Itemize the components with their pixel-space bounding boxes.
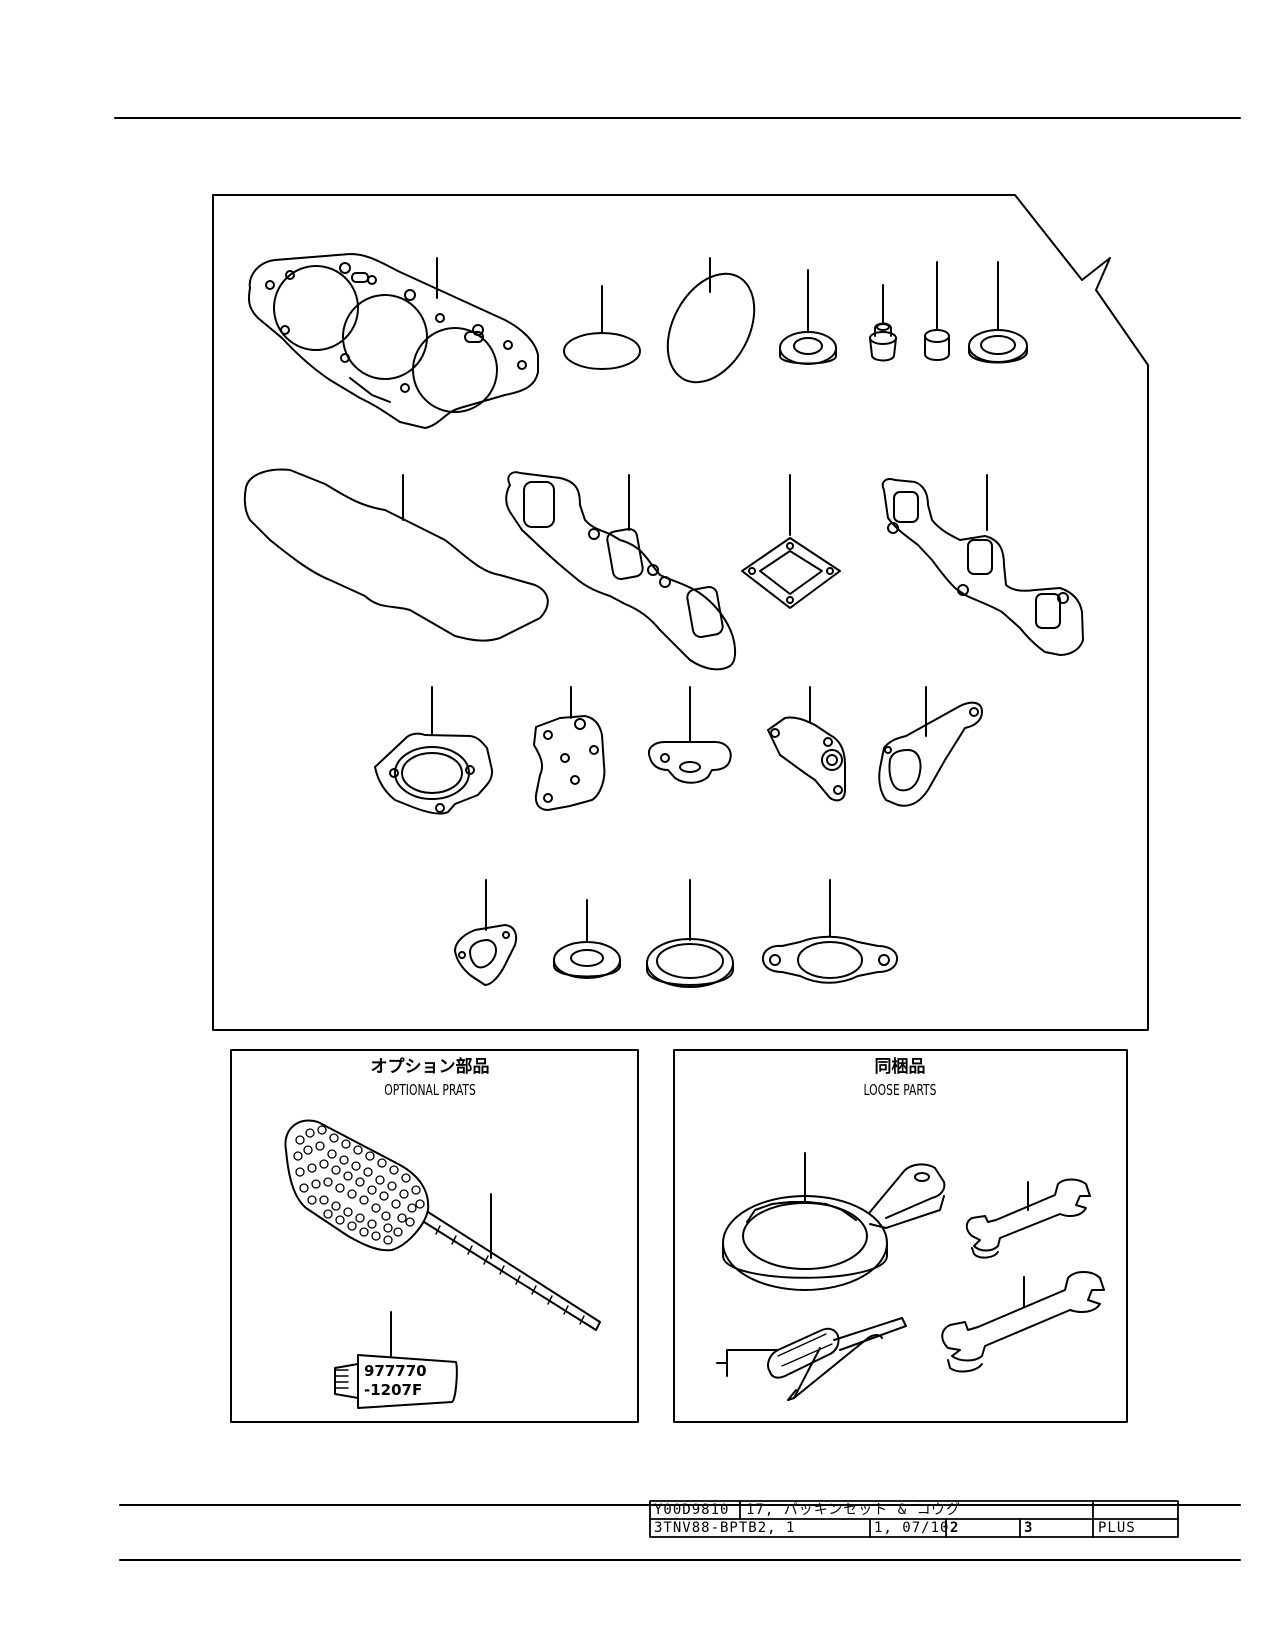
title-block-date: 1, 07/10 [874,1520,950,1536]
open-end-wrench-large [941,1271,1105,1373]
oval-flange-gasket [761,935,899,984]
oil-cooler-gasket [533,715,606,811]
valve-stem-seal [869,322,897,362]
leader-line [716,1349,778,1377]
title-block-note: PLUS [1098,1520,1136,1536]
title-block-model: 3TNV88-BPTB2, 1 [654,1520,796,1536]
intake-manifold-gasket [881,478,1084,656]
tube-label-line2: -1207F [364,1381,423,1399]
open-end-wrench-small [965,1178,1091,1259]
collar [924,329,950,361]
bracket-gasket [878,701,983,807]
water-pump-gasket [767,716,846,802]
small-flange-gasket [454,924,518,986]
oil-pipe-gasket [648,741,732,784]
cylinder-head-gasket [248,253,539,429]
large-ring-gasket [646,938,734,988]
valve-stem-seal-washer [779,331,837,365]
o-ring-small [563,332,641,370]
title-block-col-b: 3 [1024,1520,1034,1536]
title-block-code: Y00D9810 [654,1502,730,1518]
screwdriver [767,1317,907,1401]
tube-label-line1: 977770 [364,1362,427,1380]
o-ring-large [666,272,756,384]
loose-parts-frame [673,1049,1128,1423]
flat-washer [553,941,621,979]
title-block-col-a: 2 [950,1520,960,1536]
washer-seal [968,329,1028,364]
exhaust-manifold-gasket [505,471,736,671]
square-flange-gasket [741,537,841,609]
loose-parts-title-en: LOOSE PARTS [863,1081,937,1099]
optional-parts-frame [230,1049,639,1423]
filter-wrench [722,1163,946,1291]
sealant-tube [334,1354,458,1409]
thermostat-flange-gasket [374,732,494,815]
loose-parts-title-jp: 同梱品 [874,1057,926,1077]
cylinder-hone-brush [284,1119,601,1331]
title-block [649,1500,1179,1538]
optional-parts-title-jp: オプション部品 [370,1057,490,1077]
main-frame [212,194,1149,1031]
optional-parts-title-en: OPTIONAL PRATS [384,1081,476,1099]
title-block-title: 17, パッキンセット & コウグ [746,1502,962,1518]
head-cover-gasket [243,468,549,642]
